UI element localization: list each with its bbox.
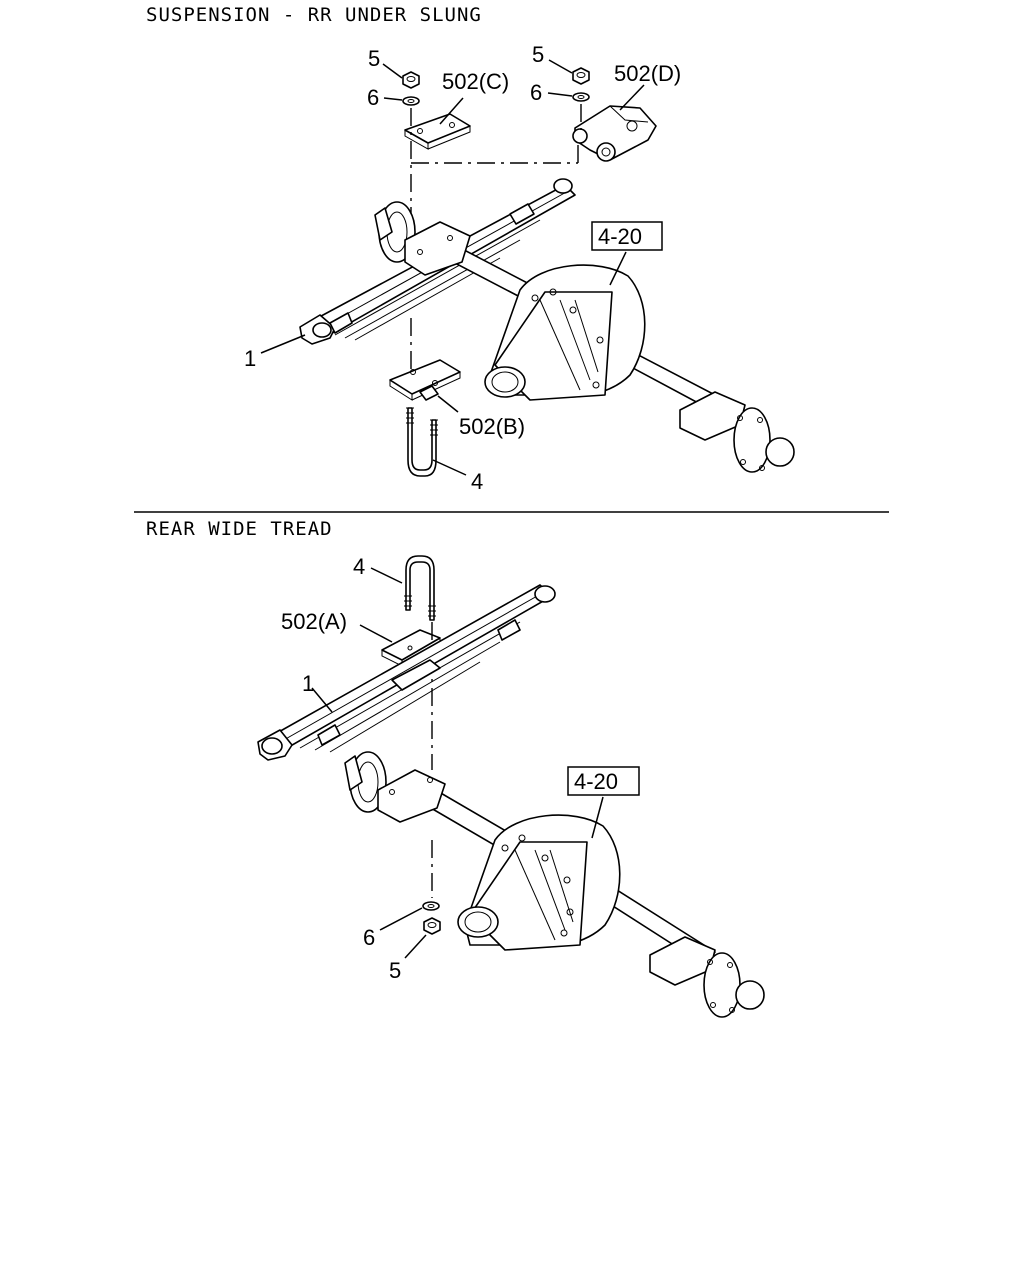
nut-c — [402, 71, 420, 89]
label-ubolt-upper: 4 — [471, 469, 483, 494]
plate-502-b — [389, 359, 461, 401]
label-spring-upper: 1 — [244, 346, 256, 371]
label-nut-d: 5 — [532, 42, 544, 67]
label-nut-c: 5 — [368, 46, 380, 71]
section-title-rear-wide-tread: REAR WIDE TREAD — [146, 518, 333, 540]
plate-502-c — [404, 113, 471, 150]
label-axle-ref-upper: 4-20 — [598, 224, 642, 249]
axle-reference-box-lower — [567, 766, 640, 796]
section-title-under-slung: SUSPENSION - RR UNDER SLUNG — [146, 4, 482, 26]
label-ubolt-lower: 4 — [353, 554, 365, 579]
label-plate-502-a: 502(A) — [281, 609, 347, 634]
rear-axle-upper — [374, 201, 795, 473]
label-plate-502-d: 502(D) — [614, 61, 681, 86]
label-plate-502-c: 502(C) — [442, 69, 509, 94]
section-rear-wide-tread: REAR WIDE TREAD — [146, 518, 765, 1018]
label-washer-lower: 6 — [363, 925, 375, 950]
rear-axle-lower — [344, 751, 765, 1018]
washer-lower — [422, 901, 440, 911]
label-washer-c: 6 — [367, 85, 379, 110]
axle-reference-box-upper — [591, 221, 663, 251]
section-under-slung: SUSPENSION - RR UNDER SLUNG — [146, 4, 795, 494]
plate-502-d — [572, 105, 657, 162]
label-spring-lower: 1 — [302, 671, 314, 696]
u-bolt-upper — [406, 407, 438, 477]
leaf-spring-lower — [257, 584, 556, 761]
washer-c — [402, 96, 420, 106]
label-axle-ref-lower: 4-20 — [574, 769, 618, 794]
label-washer-d: 6 — [530, 80, 542, 105]
label-nut-lower: 5 — [389, 958, 401, 983]
nut-d — [572, 67, 590, 85]
u-bolt-lower — [404, 555, 436, 621]
nut-lower — [423, 917, 441, 935]
label-plate-502-b: 502(B) — [459, 414, 525, 439]
washer-d — [572, 92, 590, 102]
